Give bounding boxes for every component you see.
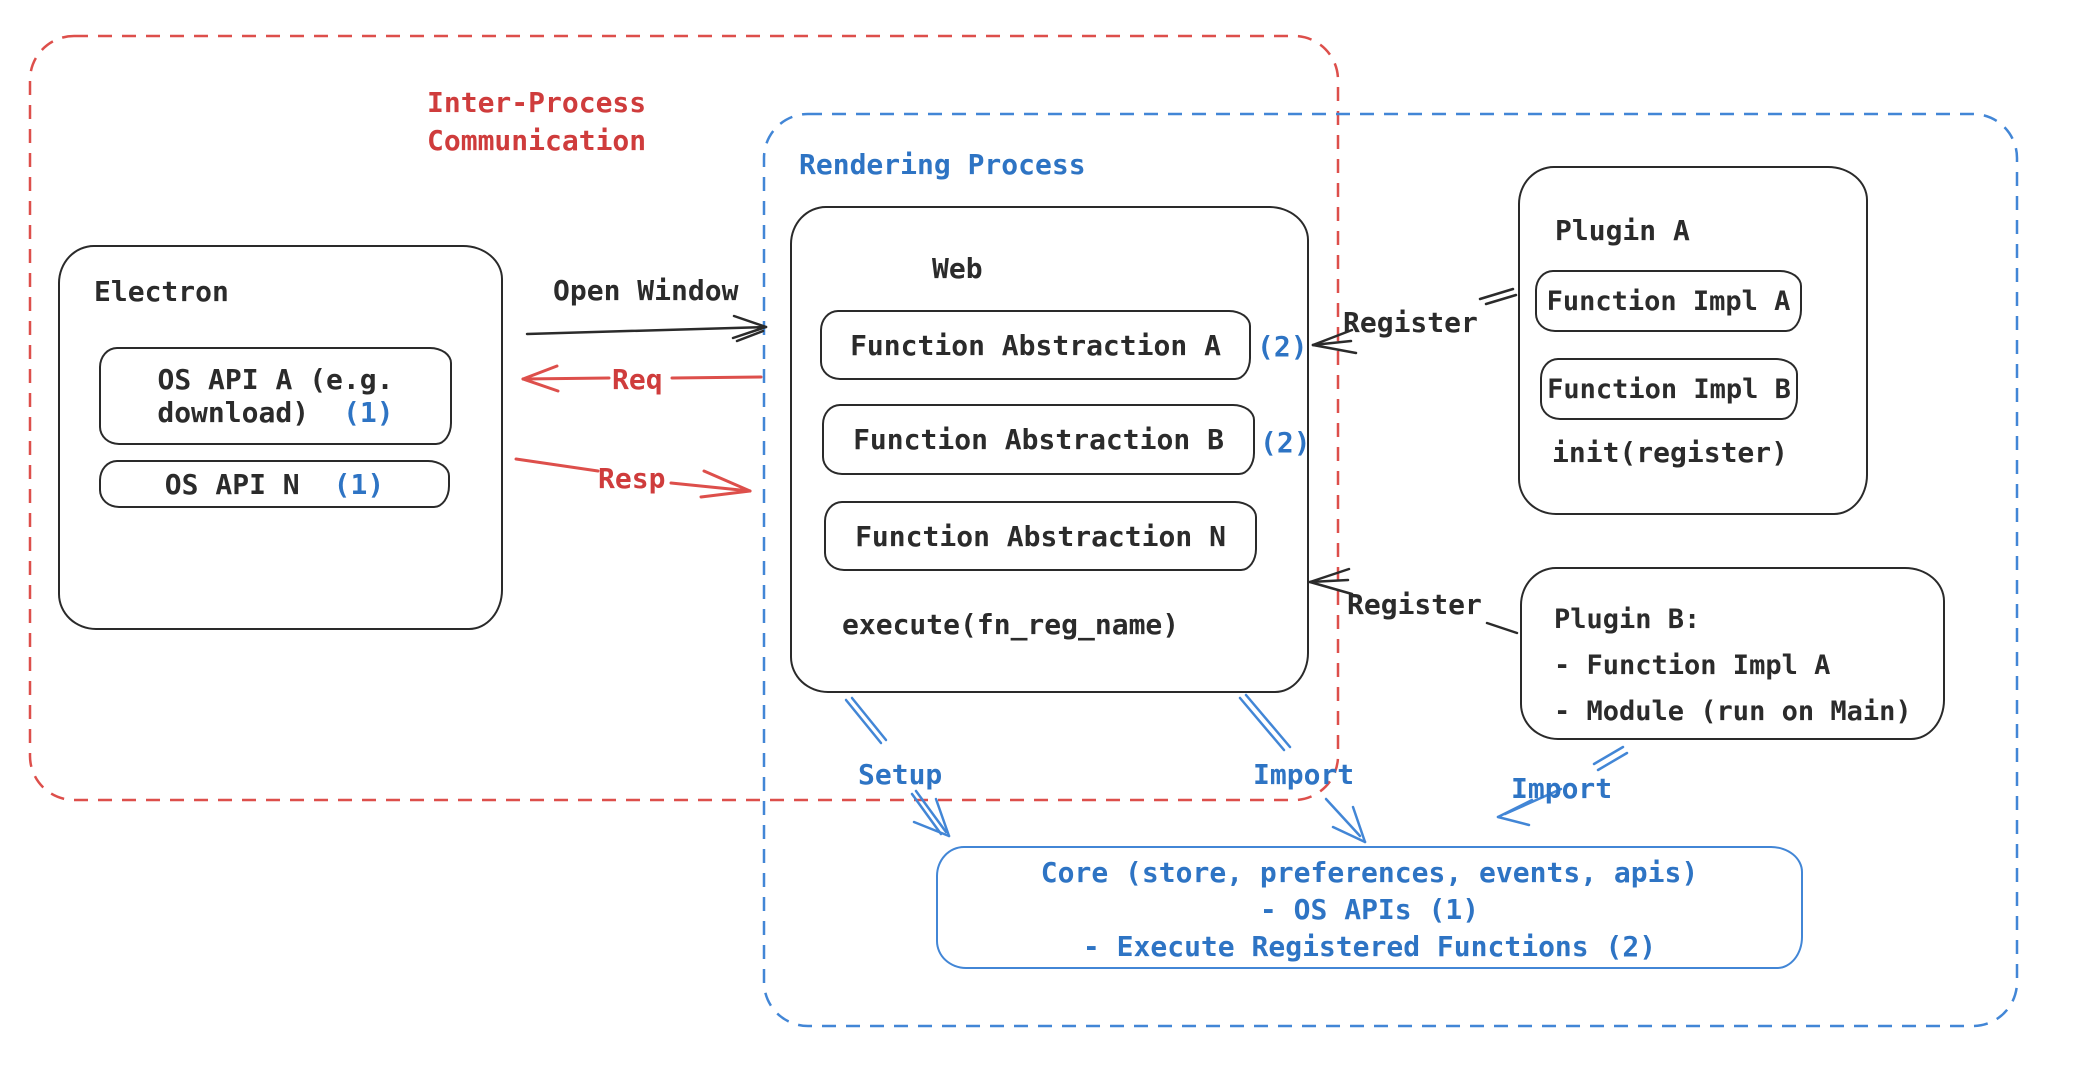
core-box: Core (store, preferences, events, apis) … <box>936 846 1803 969</box>
register-top-label: Register <box>1343 306 1478 339</box>
register-bottom-label: Register <box>1347 588 1482 621</box>
plugin-b-box: Plugin B: - Function Impl A - Module (run … <box>1520 567 1945 740</box>
os-api-a-badge: (1) <box>343 396 394 429</box>
open-window-arrow <box>525 314 768 343</box>
web-title: Web <box>932 252 983 285</box>
web-box: Web Function Abstraction A (2) Function … <box>790 206 1311 693</box>
init-register-label: init(register) <box>1552 436 1789 469</box>
os-api-a-line1: OS API A (e.g. <box>157 363 394 396</box>
plugin-b-line3: - Module (run on Main) <box>1554 696 1912 727</box>
core-line2: - OS APIs (1) <box>1259 893 1480 926</box>
function-impl-a-chip: Function Impl A <box>1535 270 1802 332</box>
function-impl-b-chip: Function Impl B <box>1540 358 1798 420</box>
electron-title: Electron <box>94 275 229 308</box>
os-api-n-chip: OS API N (1) <box>99 460 450 508</box>
plugin-a-title: Plugin A <box>1555 214 1690 247</box>
os-api-n-badge: (1) <box>333 467 385 501</box>
import-right-label: Import <box>1511 772 1613 805</box>
plugin-b-text: Plugin B: - Function Impl A - Module (run … <box>1554 597 1912 735</box>
function-abstraction-b-badge: (2) <box>1260 426 1311 459</box>
core-line3: - Execute Registered Functions (2) <box>1082 930 1657 963</box>
import-mid-label: Import <box>1253 758 1355 791</box>
execute-label: execute(fn_reg_name) <box>842 608 1180 641</box>
function-abstraction-a-badge: (2) <box>1257 330 1308 363</box>
core-line1: Core (store, preferences, events, apis) <box>1040 856 1699 889</box>
ipc-label-line1: Inter-Process <box>427 86 647 119</box>
function-abstraction-a-chip: Function Abstraction A <box>820 310 1251 380</box>
setup-label: Setup <box>858 758 943 791</box>
os-api-a-line2: download) (1) <box>157 396 393 429</box>
os-api-a-chip: OS API A (e.g. download) (1) <box>99 347 452 445</box>
os-api-a-line2-text: download) <box>157 396 310 429</box>
plugin-a-box: Plugin A Function Impl A Function Impl B… <box>1518 166 1868 515</box>
open-window-label: Open Window <box>553 274 739 307</box>
plugin-b-line1: Plugin B: <box>1554 604 1701 635</box>
resp-label: Resp <box>598 462 666 495</box>
plugin-b-line2: - Function Impl A <box>1554 650 1831 681</box>
function-abstraction-n-chip: Function Abstraction N <box>824 501 1257 571</box>
os-api-n-text: OS API N <box>164 467 300 501</box>
ipc-label-line2: Communication <box>427 124 647 157</box>
function-abstraction-b-chip: Function Abstraction B <box>822 404 1255 475</box>
electron-box: Electron OS API A (e.g. download) (1) OS … <box>58 245 503 630</box>
req-label: Req <box>612 363 663 396</box>
rendering-process-label: Rendering Process <box>799 148 1086 181</box>
